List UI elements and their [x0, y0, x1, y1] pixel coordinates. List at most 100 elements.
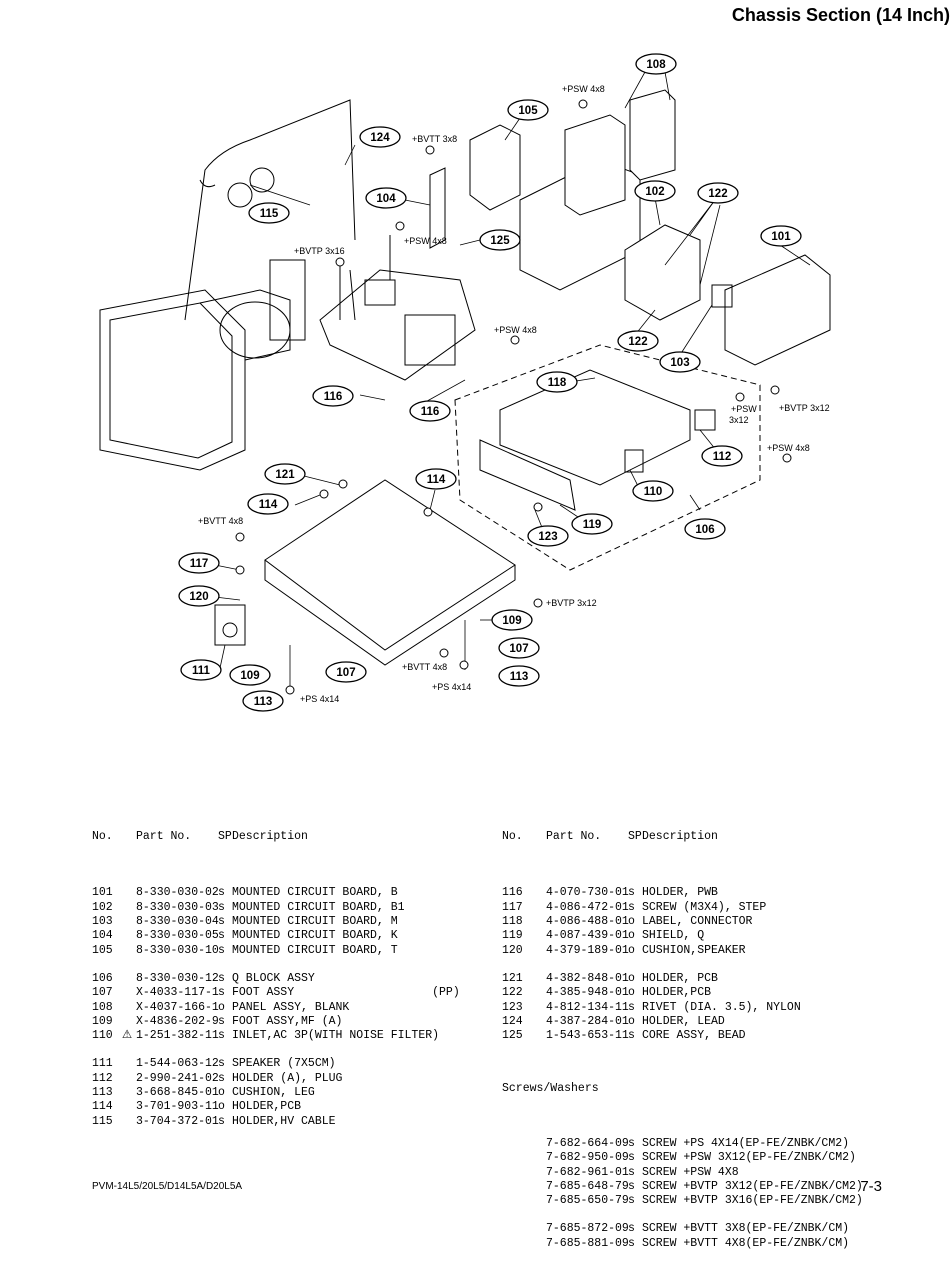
callout-122a: 122: [697, 182, 739, 204]
description: CUSHION, LEG: [232, 1086, 315, 1100]
ref-no: 110: [92, 1029, 113, 1043]
safety-mark: ⚠: [121, 1029, 133, 1043]
description: SPEAKER (7X5CM): [232, 1057, 336, 1071]
svg-text:113: 113: [510, 671, 529, 683]
sp-code: o: [628, 929, 635, 943]
sp-code: s: [628, 1222, 635, 1236]
svg-text:122: 122: [708, 188, 727, 200]
col-sp: SP: [218, 829, 232, 843]
callout-103: 103: [659, 351, 701, 373]
part-number: X-4037-166-1: [136, 1000, 219, 1014]
sp-code: s: [628, 1136, 635, 1150]
page-title: Chassis Section (14 Inch): [731, 5, 950, 25]
description: SCREW +BVTT 3X8(EP-FE/ZNBK/CM): [642, 1222, 850, 1236]
part-number: X-4836-202-9: [136, 1014, 219, 1028]
screw-labels: +PSW 4x8 +BVTT 3x8 +PSW 4x8 +BVTP 3x16 +…: [198, 84, 830, 704]
screws: [235, 99, 792, 695]
svg-text:+BVTP 3x16: +BVTP 3x16: [294, 246, 345, 256]
part-number: 7-682-664-09: [546, 1136, 629, 1150]
safety-mark: [528, 972, 546, 986]
sp-code: s: [628, 1194, 635, 1208]
svg-text:+PSW 4x8: +PSW 4x8: [767, 443, 810, 453]
svg-text:+PS 4x14: +PS 4x14: [432, 682, 471, 692]
sp-code: s: [218, 1114, 225, 1128]
callout-107a: 107: [498, 637, 540, 659]
svg-text:114: 114: [259, 499, 278, 511]
sp-code: s: [628, 1165, 635, 1179]
svg-text:106: 106: [695, 524, 714, 536]
description: SCREW +BVTP 3X12(EP-FE/ZNBK/CM2): [642, 1179, 863, 1193]
svg-text:118: 118: [548, 377, 567, 389]
safety-mark: [528, 1029, 546, 1043]
svg-text:+PS 4x14: +PS 4x14: [300, 694, 339, 704]
safety-mark: [118, 1057, 136, 1071]
description: MOUNTED CIRCUIT BOARD, B1: [232, 900, 405, 914]
sp-code: o: [628, 943, 635, 957]
col-no: No.: [92, 829, 113, 843]
part-number: 7-685-881-09: [546, 1236, 629, 1250]
description: SCREW (M3X4), STEP: [642, 900, 767, 914]
callout-114b: 114: [247, 493, 289, 515]
safety-mark: [528, 986, 546, 1000]
col-part: Part No.: [136, 829, 192, 843]
safety-mark: [528, 901, 546, 915]
svg-text:110: 110: [644, 486, 663, 498]
svg-text:117: 117: [190, 558, 209, 570]
callout-104: 104: [365, 187, 407, 209]
ref-no: 108: [92, 1000, 113, 1014]
sp-code: s: [628, 900, 635, 914]
svg-text:101: 101: [771, 231, 791, 243]
ref-no: 118: [502, 915, 523, 929]
part-number: 4-812-134-11: [546, 1000, 629, 1014]
part-number: 4-087-439-01: [546, 929, 629, 943]
ref-no: 103: [92, 915, 113, 929]
ref-no: 101: [92, 886, 113, 900]
ref-no: 111: [92, 1057, 113, 1071]
sp-code: s: [628, 1179, 635, 1193]
callout-113a: 113: [498, 665, 540, 687]
safety-mark: [528, 915, 546, 929]
callout-109b: 109: [229, 664, 271, 686]
safety-mark: [118, 929, 136, 943]
svg-text:122: 122: [628, 336, 647, 348]
ref-no: 113: [92, 1086, 113, 1100]
safety-mark: [118, 1072, 136, 1086]
rear-frame: [519, 89, 676, 291]
svg-text:108: 108: [646, 59, 666, 71]
description: FOOT ASSY,MF (A): [232, 1014, 343, 1028]
col-part: Part No.: [546, 829, 602, 843]
sp-code: s: [218, 929, 225, 943]
part-number: 7-682-961-01: [546, 1165, 629, 1179]
callout-122b: 122: [617, 330, 659, 352]
footer-page-number: 7-3: [860, 1178, 882, 1195]
description: CORE ASSY, BEAD: [642, 1029, 746, 1043]
description: MOUNTED CIRCUIT BOARD, B: [232, 886, 398, 900]
sp-code: s: [218, 971, 225, 985]
col-desc: Description: [642, 829, 718, 843]
description: SCREW +BVTT 4X8(EP-FE/ZNBK/CM): [642, 1236, 850, 1250]
sp-code: s: [628, 1236, 635, 1250]
part-number: 8-330-030-10: [136, 943, 219, 957]
callout-124: 124: [359, 126, 401, 148]
part-number: 8-330-030-12: [136, 971, 219, 985]
ref-no: 120: [502, 943, 523, 957]
ref-no: 116: [502, 886, 523, 900]
callout-105: 105: [507, 99, 549, 121]
